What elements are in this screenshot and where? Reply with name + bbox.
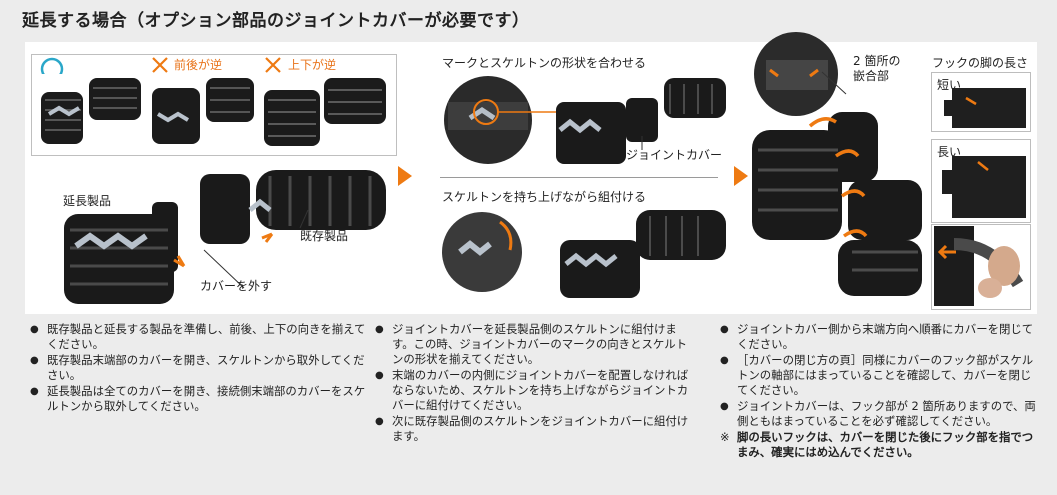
align-mark-caption: マークとスケルトンの形状を合わせる [442, 56, 647, 70]
instructions-column-1: 既存製品と延長する製品を準備し、前後、上下の向きを揃えてください。 既存製品末端… [30, 322, 375, 415]
existing-product-label: 既存製品 [300, 229, 349, 243]
instruction-item: 既存製品と延長する製品を準備し、前後、上下の向きを揃えてください。 [30, 322, 375, 352]
note-text: 脚の長いフックは、カバーを閉じた後にフック部を指でつまみ、確実にはめ込んでくださ… [737, 430, 1034, 459]
extension-product-label: 延長製品 [63, 194, 112, 208]
instruction-item: ジョイントカバーは、フック部が 2 箇所ありますので、両側ともはまっていることを… [720, 399, 1042, 429]
note: ※ 脚の長いフックは、カバーを閉じた後にフック部を指でつまみ、確実にはめ込んでく… [720, 430, 1042, 460]
photo-long-hook [938, 156, 1026, 218]
instruction-item: 既存製品末端部のカバーを開き、スケルトンから取外してください。 [30, 353, 375, 383]
instruction-item: 末端のカバーの内側にジョイントカバーを配置しなければならないため、スケルトンを持… [375, 368, 695, 413]
instructions-column-3: ジョイントカバー側から末端方向へ順番にカバーを閉じてください。 ［カバーの閉じ方… [720, 322, 1042, 460]
photo-pinch-hook [934, 226, 1028, 306]
ng-up-down-label: 上下が逆 [288, 58, 337, 72]
ng-front-back-label: 前後が逆 [174, 58, 223, 72]
remove-cover-label: カバーを外す [200, 279, 273, 293]
page-title: 延長する場合（オプション部品のジョイントカバーが必要です） [22, 11, 530, 31]
photo-joint-cover-alignment [440, 72, 730, 170]
lift-skeleton-caption: スケルトンを持ち上げながら組付ける [442, 190, 647, 204]
instruction-item: 延長製品は全てのカバーを開き、接続側末端部のカバーをスケルトンから取外してくださ… [30, 384, 375, 414]
joint-cover-label: ジョイントカバー [626, 148, 723, 162]
cross-icon [265, 57, 281, 73]
photo-lift-and-assemble [440, 206, 730, 302]
instructions-column-2: ジョイントカバーを延長製品側のスケルトンに組付けます。この時、ジョイントカバーの… [375, 322, 695, 445]
photo-closing-covers [748, 30, 926, 300]
instruction-item: ジョイントカバー側から末端方向へ順番にカバーを閉じてください。 [720, 322, 1042, 352]
instruction-item: ［カバーの閉じ方の頁］同様にカバーのフック部がスケルトンの軸部にはまっていること… [720, 353, 1042, 398]
photo-ng-up-down [262, 74, 390, 150]
instruction-item: ジョイントカバーを延長製品側のスケルトンに組付けます。この時、ジョイントカバーの… [375, 322, 695, 367]
long-hook-label: 長い [937, 145, 962, 159]
instruction-item: 次に既存製品側のスケルトンをジョイントカバーに組付けます。 [375, 414, 695, 444]
step-arrow-icon [734, 166, 748, 186]
step-arrow-icon [398, 166, 412, 186]
panel2-divider [440, 177, 718, 178]
photo-extension-and-existing [60, 170, 390, 310]
hook-length-label: フックの脚の長さ [932, 56, 1029, 70]
photo-correct-orientation [37, 74, 147, 150]
cross-icon [152, 57, 168, 73]
photo-short-hook [938, 88, 1026, 128]
photo-ng-front-back [150, 74, 258, 150]
fit-points-label: 2 箇所の 嵌合部 [853, 54, 901, 83]
note-mark: ※ [720, 430, 730, 444]
